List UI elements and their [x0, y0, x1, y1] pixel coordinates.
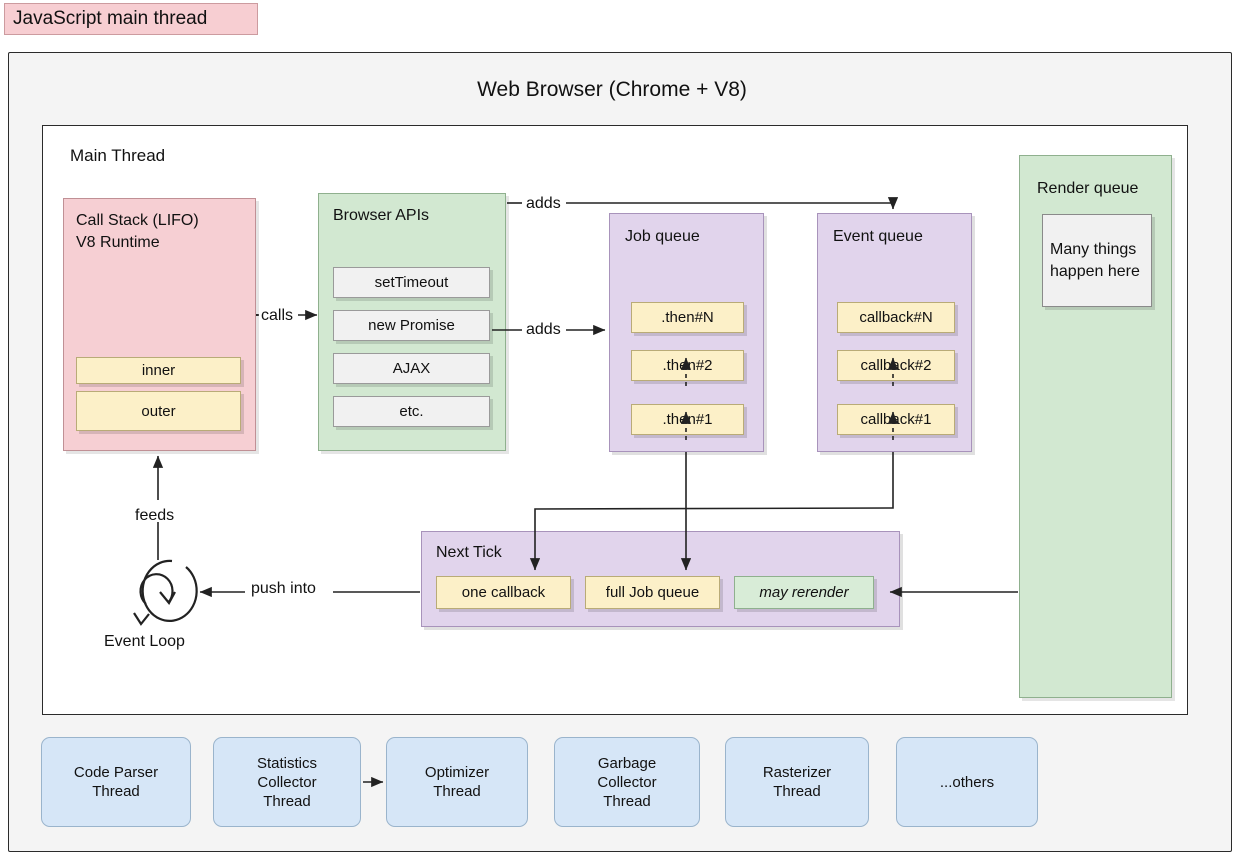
render-queue-box: Render queue Many things happen here [1019, 155, 1172, 698]
next-tick-one-callback: one callback [436, 576, 571, 609]
worker-thread-statistics-collector: Statistics Collector Thread [213, 737, 361, 827]
event-loop-label: Event Loop [104, 633, 185, 650]
call-stack-header-line1: Call Stack (LIFO) [76, 212, 199, 229]
call-stack-frame-inner: inner [76, 357, 241, 384]
worker-thread-garbage-collector-line1: Garbage [597, 754, 657, 772]
js-main-thread-chip: JavaScript main thread [4, 3, 258, 35]
arrow-label-adds-mid: adds [524, 321, 563, 339]
browser-api-ajax: AJAX [333, 353, 490, 384]
worker-thread-garbage-collector-line2: Collector [597, 773, 657, 791]
browser-apis-header: Browser APIs [333, 207, 430, 224]
worker-thread-code-parser: Code Parser Thread [41, 737, 191, 827]
arrow-label-push-into: push into [249, 580, 318, 598]
event-queue-item-callback-1: callback#1 [837, 404, 955, 435]
call-stack-header-line2: V8 Runtime [76, 234, 160, 251]
web-browser-title: Web Browser (Chrome + V8) [477, 78, 747, 101]
job-queue-item-then-2: .then#2 [631, 350, 744, 381]
worker-thread-rasterizer-line1: Rasterizer [762, 764, 832, 781]
worker-thread-rasterizer: Rasterizer Thread [725, 737, 869, 827]
event-queue-header: Event queue [833, 228, 923, 245]
render-queue-inner-line1: Many things [1050, 240, 1137, 258]
worker-thread-optimizer-line1: Optimizer [424, 764, 490, 781]
browser-apis-box: Browser APIs setTimeout new Promise AJAX… [318, 193, 506, 451]
worker-thread-statistics-collector-line1: Statistics [256, 754, 317, 772]
job-queue-box: Job queue .then#N .then#2 .then#1 [609, 213, 764, 452]
worker-thread-rasterizer-line2: Thread [773, 783, 821, 800]
arrow-label-calls: calls [259, 307, 296, 325]
job-queue-header: Job queue [625, 228, 700, 245]
job-queue-item-then-1: .then#1 [631, 404, 744, 435]
browser-api-settimeout: setTimeout [333, 267, 490, 298]
render-queue-inner-box: Many things happen here [1042, 214, 1152, 307]
worker-thread-others: ...others [896, 737, 1038, 827]
arrow-label-feeds: feeds [133, 507, 177, 525]
worker-thread-statistics-collector-line2: Collector [257, 773, 317, 791]
next-tick-full-job-queue: full Job queue [585, 576, 720, 609]
call-stack-box: Call Stack (LIFO) V8 Runtime inner outer [63, 198, 256, 451]
browser-api-new-promise: new Promise [333, 310, 490, 341]
worker-thread-optimizer-line2: Thread [433, 783, 481, 800]
event-queue-item-callback-n: callback#N [837, 302, 955, 333]
worker-thread-garbage-collector: Garbage Collector Thread [554, 737, 700, 827]
worker-thread-code-parser-line1: Code Parser [73, 764, 159, 781]
render-queue-header: Render queue [1037, 180, 1139, 197]
next-tick-box: Next Tick one callback full Job queue ma… [421, 531, 900, 627]
call-stack-frame-outer: outer [76, 391, 241, 431]
worker-thread-code-parser-line2: Thread [92, 783, 140, 800]
main-thread-label: Main Thread [70, 146, 166, 165]
worker-thread-statistics-collector-line3: Thread [263, 792, 311, 810]
browser-api-etc: etc. [333, 396, 490, 427]
call-stack-header: Call Stack (LIFO) V8 Runtime [76, 210, 199, 254]
next-tick-may-rerender: may rerender [734, 576, 874, 609]
worker-thread-optimizer: Optimizer Thread [386, 737, 528, 827]
arrow-label-adds-top: adds [524, 195, 563, 213]
event-queue-box: Event queue callback#N callback#2 callba… [817, 213, 972, 452]
worker-thread-garbage-collector-line3: Thread [603, 792, 651, 810]
worker-thread-others-line1: ...others [939, 773, 995, 791]
job-queue-item-then-n: .then#N [631, 302, 744, 333]
event-queue-item-callback-2: callback#2 [837, 350, 955, 381]
render-queue-inner-line2: happen here [1050, 262, 1140, 280]
js-main-thread-chip-label: JavaScript main thread [13, 8, 208, 29]
next-tick-header: Next Tick [436, 544, 502, 561]
